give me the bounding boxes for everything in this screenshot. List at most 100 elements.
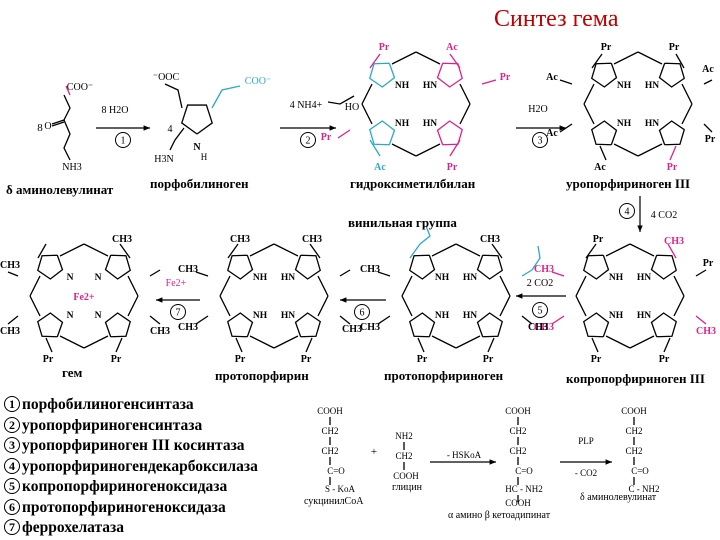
substituent-label: Pr [500,72,511,83]
pyrrole-ring [36,254,64,280]
pyrrole-ring [658,120,686,146]
reagent-iron: Fe2+ [166,278,187,289]
substituent-bond [667,243,677,259]
enzyme-name: протопорфириногеноксидаза [22,498,226,516]
ala-oxygen: O [44,121,51,132]
pbg-propionate-label: COO⁻ [245,76,271,87]
ala2-carbonyl: C=O [631,466,649,476]
label-protoporphyrinogen: протопорфириноген [384,368,504,383]
pbg-h: H [201,152,208,162]
substituent-label: Ac [546,72,558,83]
substituent-bond [195,271,209,277]
pyrrole-ring [104,312,132,338]
substituent-bond [663,337,671,353]
substituent-label: CH3 [178,264,198,275]
succinyl-ch2: CH2 [321,446,338,456]
succinyl-skoa: S - KoA [325,484,356,494]
substituent-label: CH3 [178,322,198,333]
pyrrole-ring [294,312,322,338]
keto-cooh-2: COOH [505,498,531,508]
pyrrole-ring [181,104,213,135]
enzyme-name: уропорфириногендекарбоксилаза [22,457,258,475]
pyrrole-ring [436,120,464,146]
substituent-label: Pr [591,354,602,365]
substituent-bond [149,315,161,325]
substituent-label: CH3 [360,322,380,333]
arrow-step-6-head [340,297,347,303]
substituent-label: Pr [703,258,714,269]
pyrrole-ring [582,254,610,280]
pyrrole-ring [368,120,396,146]
substituent-bond [591,53,603,69]
substituent-label: CH3 [664,236,684,247]
substituent-bond [585,243,597,259]
step-number: 6 [360,308,365,319]
ala2-ch2: CH2 [625,446,642,456]
ring-nitrogen: N [67,273,74,283]
meso-bridge [681,103,693,125]
pyrrole-ring [226,254,254,280]
ala2-ch2: CH2 [625,426,642,436]
ala2-cnh2: C - NH2 [629,484,660,494]
meso-bridge [361,103,373,125]
substituent-label: Pr [601,42,612,53]
meso-bridge [673,275,685,297]
substituent-label: Pr [235,354,246,365]
meso-bridge [401,275,413,297]
pbg-acetate [164,83,183,109]
meso-bridge [575,275,587,297]
keto-ch2: CH2 [509,426,526,436]
meso-bridge [415,51,441,65]
substituent-label: Pr [705,134,716,145]
meso-bridge [391,51,417,65]
substituent-label: CH3 [302,234,322,245]
ring-nitrogen: HN [637,311,651,321]
label-coproporphyrinogen-iii: копропорфириноген III [566,371,705,386]
keto-cooh: COOH [505,406,531,416]
substituent-bond [695,269,707,277]
meso-bridge [317,275,329,297]
ring-nitrogen: HN [423,81,437,91]
meso-bridge [431,243,457,257]
meso-bridge [127,275,139,297]
substituent-bond [369,139,381,157]
meso-bridge [83,243,109,257]
enzyme-number: 1 [4,396,20,412]
reagent-water-in: 8 H2O [102,105,129,116]
meso-bridge [29,275,41,297]
substituent-bond [339,269,351,277]
ring-nitrogen: HN [463,311,477,321]
pyrrole-ring [36,312,64,338]
meso-bridge [219,275,231,297]
substituent-bond [119,243,131,259]
step-7-circle [170,304,186,320]
substituent-label: CH3 [0,326,20,337]
substituent-bond [449,139,461,157]
substituent-bond [115,337,123,353]
substituent-bond [695,315,707,325]
reagent-plp: PLP [578,436,594,446]
substituent-bond [559,123,573,133]
substituent-bond [559,79,573,85]
ring-nitrogen: NH [435,273,450,283]
meso-bridge [583,83,595,105]
pbg-amine: H3N [154,154,173,165]
ring-nitrogen: NH [435,311,450,321]
meso-bridge [455,243,481,257]
pyrrole-ring [590,120,618,146]
substituent-bond [409,243,421,259]
arrow-step-1-head [143,125,150,131]
pyrrole-ring [368,62,396,88]
substituent-label: Pr [593,234,604,245]
succinyl-cooh: COOH [317,406,343,416]
substituent-label: Ac [594,162,606,173]
step-number: 7 [176,308,181,319]
ala-chain [63,94,71,161]
stoich-4: 4 [168,124,173,135]
substituent-label: CH3 [360,264,380,275]
hmb-hydroxyl: HO [345,102,359,113]
